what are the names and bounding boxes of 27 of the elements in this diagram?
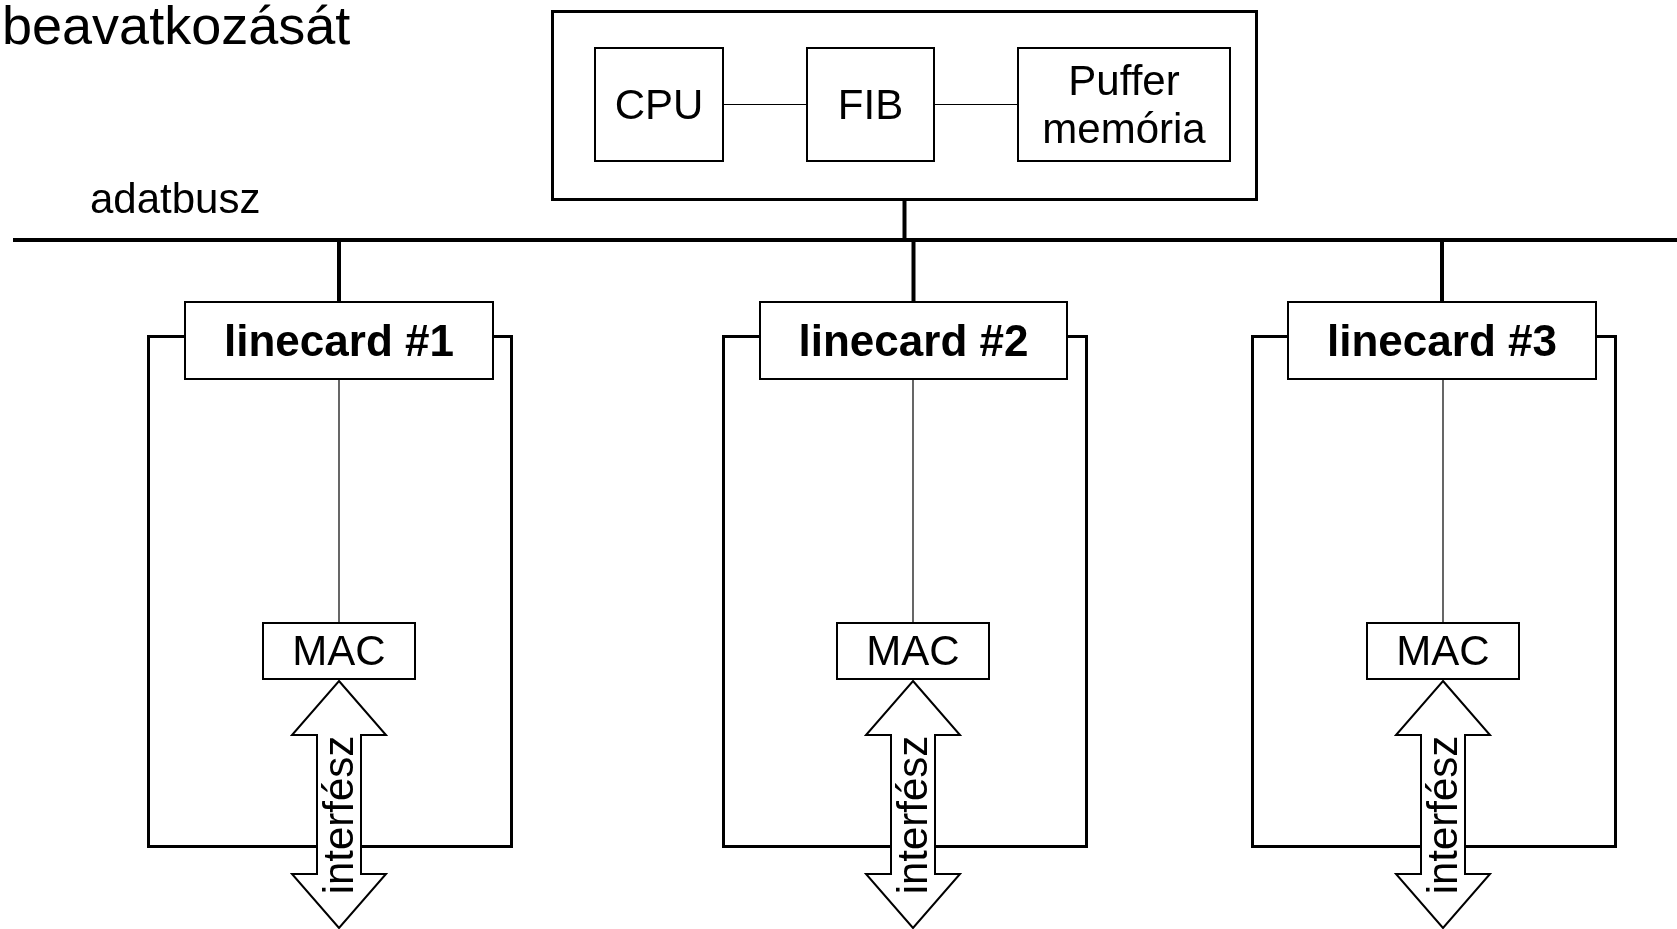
- mac-box: MAC: [1366, 622, 1520, 680]
- connector-line: [1442, 379, 1444, 623]
- mac-box: MAC: [262, 622, 416, 680]
- double-arrow: [289, 679, 389, 929]
- connector-line: [934, 103, 1018, 106]
- bus-label: adatbusz: [90, 176, 261, 223]
- double-arrow: [863, 679, 963, 929]
- connector-line: [337, 242, 341, 301]
- edge-label: interfész: [318, 735, 360, 894]
- component-box: FIB: [806, 47, 935, 162]
- heading-text: beavatkozását: [2, 0, 351, 56]
- connector-line: [1440, 242, 1444, 301]
- connector-line: [338, 379, 340, 623]
- connector-line: [911, 242, 916, 301]
- linecard-header-box: linecard #1: [184, 301, 494, 380]
- linecard-header-box: linecard #3: [1287, 301, 1597, 380]
- mac-box: MAC: [836, 622, 990, 680]
- double-arrow: [1393, 679, 1493, 929]
- component-box: Puffer memória: [1017, 47, 1231, 162]
- edge-label: interfész: [1422, 735, 1464, 894]
- connector-line: [912, 379, 914, 623]
- edge-label: interfész: [892, 735, 934, 894]
- connector-line: [902, 201, 907, 238]
- component-box: CPU: [594, 47, 724, 162]
- control-module-box: [551, 10, 1258, 201]
- linecard-header-box: linecard #2: [759, 301, 1068, 380]
- connector-line: [723, 103, 807, 106]
